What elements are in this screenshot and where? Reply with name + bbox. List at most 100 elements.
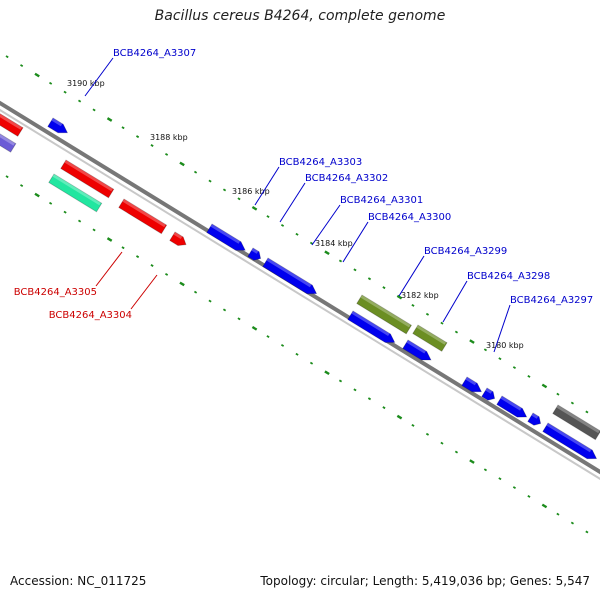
gene-a3302-small[interactable]	[247, 247, 263, 263]
outer-tick-row	[411, 303, 415, 307]
tick-label: 3186 kbp	[232, 187, 270, 196]
inner-tick-row	[92, 228, 96, 232]
outer-tick-row	[425, 312, 430, 316]
gene-a3307-body	[47, 117, 69, 134]
gene-a3305-body	[118, 198, 168, 235]
gene-label: BCB4264_A3304	[49, 310, 132, 321]
gene-red-top[interactable]	[0, 109, 24, 137]
outer-tick-row	[338, 259, 343, 263]
gene-a3301[interactable]	[402, 339, 434, 364]
gene-teal[interactable]	[48, 173, 103, 213]
inner-tick-row	[121, 246, 125, 250]
gene-label: BCB4264_A3307	[113, 48, 196, 59]
inner-tick-row	[512, 486, 517, 490]
gene-teal-body	[48, 173, 103, 213]
inner-tick-row	[338, 379, 343, 383]
gene-a3297-tiny[interactable]	[481, 387, 497, 403]
gene-purple-top-body	[0, 128, 17, 153]
outer-tick-row	[193, 170, 198, 174]
gene-a3299[interactable]	[356, 294, 413, 335]
outer-tick-row	[396, 294, 403, 300]
gene-a3306[interactable]	[60, 159, 115, 199]
outer-tick-row	[556, 392, 560, 396]
outer-tick-row	[527, 375, 531, 378]
gene-a3301-highlight	[406, 340, 426, 354]
gene-a3306-highlight	[64, 160, 113, 192]
gene-a3297-tiny-highlight	[485, 388, 493, 394]
outer-tick-row	[324, 250, 330, 256]
gene-a3297-tiny-body	[481, 387, 496, 401]
gene-a3297-highlight	[500, 396, 522, 411]
inner-tick-row	[498, 477, 502, 481]
gene-a3305-highlight	[122, 199, 166, 228]
tick-label: 3184 kbp	[315, 239, 353, 248]
gene-label-leader	[342, 221, 369, 263]
inner-tick-row	[179, 281, 185, 287]
gene-a3302-highlight	[266, 258, 312, 288]
gene-label-leader	[442, 280, 468, 323]
outer-tick-row	[49, 81, 53, 85]
gene-label: BCB4264_A3300	[368, 212, 451, 223]
gene-label: BCB4264_A3299	[424, 246, 507, 257]
gene-a3296[interactable]	[542, 422, 599, 463]
gene-a3303[interactable]	[206, 223, 248, 254]
outer-tick-row	[121, 126, 125, 130]
outer-tick-row	[454, 330, 459, 334]
outer-tick-row	[498, 357, 502, 361]
gene-a3301-body	[402, 339, 432, 361]
tick-label: 3188 kbp	[150, 133, 188, 142]
inner-tick-row	[585, 530, 589, 534]
inner-tick-row	[483, 468, 488, 472]
gene-a3300[interactable]	[347, 310, 398, 347]
gene-teal-highlight	[52, 174, 101, 206]
tick-label: 3190 kbp	[67, 79, 105, 88]
gene-label: BCB4264_A3303	[279, 157, 362, 168]
gene-a3305[interactable]	[118, 198, 168, 235]
gene-a3297-small[interactable]	[461, 376, 484, 396]
outer-tick-row	[78, 99, 82, 103]
outer-tick-row	[266, 215, 270, 219]
gene-purple-top-highlight	[0, 129, 16, 146]
inner-tick-row	[34, 192, 40, 198]
inner-tick-row	[527, 495, 531, 498]
inner-tick-row	[396, 414, 403, 420]
outer-tick-row	[440, 321, 444, 325]
gene-a3303-highlight	[210, 224, 241, 244]
outer-tick-row	[251, 205, 258, 211]
gene-a3298[interactable]	[412, 324, 448, 352]
inner-tick-row	[193, 290, 198, 294]
gene-gray[interactable]	[552, 404, 600, 441]
inner-tick-row	[411, 423, 415, 427]
gene-gray-highlight	[556, 405, 600, 434]
outer-tick-row	[164, 152, 169, 156]
footer: Accession: NC_011725 Topology: circular;…	[0, 572, 600, 592]
inner-tick-row	[222, 308, 227, 312]
gene-a3297[interactable]	[496, 395, 530, 421]
outer-tick-row	[208, 179, 212, 183]
gene-a3307-highlight	[51, 118, 63, 127]
outer-tick-row	[469, 339, 475, 344]
inner-tick-row	[309, 361, 314, 365]
gene-a3296-small[interactable]	[527, 412, 543, 428]
gene-a3304[interactable]	[169, 231, 189, 249]
outer-tick-row	[34, 72, 40, 78]
gene-label: BCB4264_A3302	[305, 173, 388, 184]
inner-tick-row	[324, 370, 330, 376]
gene-a3299-highlight	[360, 295, 411, 328]
inner-tick-row	[150, 264, 154, 267]
tick-label: 3182 kbp	[401, 291, 439, 300]
gene-a3307[interactable]	[47, 117, 70, 137]
gene-a3302-small-body	[247, 247, 262, 261]
gene-a3304-body	[169, 231, 187, 246]
gene-a3297-body	[496, 395, 528, 418]
outer-tick-row	[585, 410, 589, 414]
topology-text: Topology: circular; Length: 5,419,036 bp…	[260, 574, 590, 588]
gene-purple-top[interactable]	[0, 128, 17, 153]
gene-red-top-body	[0, 109, 24, 137]
inner-tick-row	[570, 521, 574, 525]
gene-a3302[interactable]	[262, 257, 319, 298]
outer-tick-row	[570, 401, 574, 405]
inner-tick-row	[208, 299, 212, 303]
outer-tick-row	[541, 383, 548, 389]
